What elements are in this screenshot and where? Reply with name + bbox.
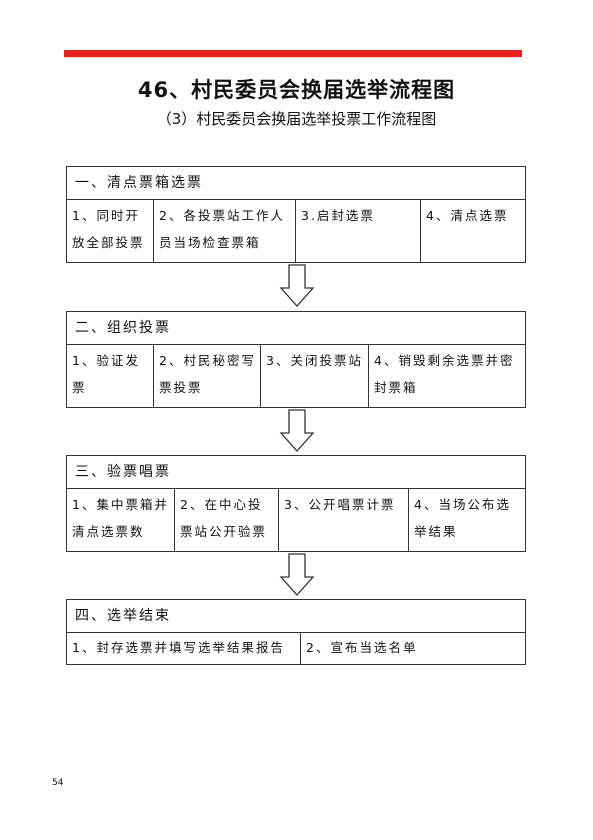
- step-cell: 4、清点选票: [426, 208, 509, 223]
- section-steps: 1、集中票箱并清点选票数 2、在中心投票站公开验票 3、公开唱票计票 4、当场公…: [67, 489, 525, 551]
- header-red-bar: [64, 50, 522, 57]
- down-arrow-icon: [279, 553, 315, 596]
- section-heading: 四、选举结束: [67, 600, 525, 633]
- down-arrow-icon: [279, 409, 315, 452]
- section-steps: 1、封存选票并填写选举结果报告单 2、宣布当选名单: [67, 633, 525, 664]
- flow-section-4: 四、选举结束 1、封存选票并填写选举结果报告单 2、宣布当选名单: [66, 599, 526, 665]
- page-title: 46、村民委员会换届选举流程图: [137, 78, 456, 102]
- page-number: 54: [52, 778, 64, 788]
- section-steps: 1、同时开放全部投票站 2、各投票站工作人员当场检查票箱 3.启封选票 4、清点…: [67, 200, 525, 262]
- section-heading: 二、组织投票: [67, 312, 525, 345]
- step-cell: 2、在中心投票站公开验票: [175, 489, 279, 551]
- step-cell: 2、村民秘密写票投票: [154, 345, 261, 407]
- flow-section-3: 三、验票唱票 1、集中票箱并清点选票数 2、在中心投票站公开验票 3、公开唱票计…: [66, 455, 526, 552]
- step-cell: 2、各投票站工作人员当场检查票箱: [154, 200, 296, 262]
- section-heading: 三、验票唱票: [67, 456, 525, 489]
- step-cell: 4、当场公布选举结果: [414, 497, 511, 539]
- step-cell: 2、宣布当选名单: [306, 640, 418, 655]
- section-steps: 1、验证发票 2、村民秘密写票投票 3、关闭投票站 4、销毁剩余选票并密封票箱: [67, 345, 525, 407]
- step-cell: 3、关闭投票站: [261, 345, 369, 407]
- flow-section-2: 二、组织投票 1、验证发票 2、村民秘密写票投票 3、关闭投票站 4、销毁剩余选…: [66, 311, 526, 408]
- page-subtitle: （3）村民委员会换届选举投票工作流程图: [156, 110, 437, 128]
- step-cell: 3、公开唱票计票: [279, 489, 409, 551]
- step-cell: 1、集中票箱并清点选票数: [67, 489, 175, 551]
- step-cell: 3.启封选票: [296, 200, 421, 262]
- step-cell: 1、验证发票: [67, 345, 154, 407]
- step-cell: 4、销毁剩余选票并密封票箱: [374, 353, 515, 395]
- section-heading: 一、清点票箱选票: [67, 167, 525, 200]
- step-cell: 1、同时开放全部投票站: [67, 200, 154, 262]
- step-cell: 1、封存选票并填写选举结果报告单: [67, 633, 301, 664]
- flow-section-1: 一、清点票箱选票 1、同时开放全部投票站 2、各投票站工作人员当场检查票箱 3.…: [66, 166, 526, 263]
- down-arrow-icon: [279, 264, 315, 307]
